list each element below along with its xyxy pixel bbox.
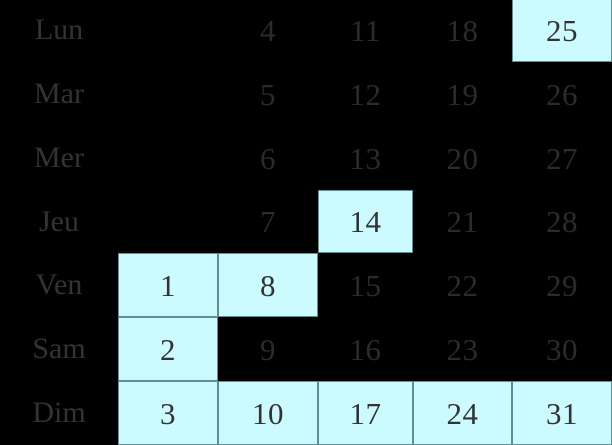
date-cell[interactable]: 12: [349, 76, 382, 112]
date-cell-selected[interactable]: 2: [118, 317, 218, 381]
date-cell[interactable]: 28: [546, 204, 578, 239]
date-cell[interactable]: 15: [349, 267, 382, 303]
date-cell[interactable]: 11: [350, 12, 381, 48]
date-cell[interactable]: 4: [260, 12, 276, 48]
date-cell[interactable]: 26: [546, 76, 578, 112]
date-cell[interactable]: 29: [546, 267, 578, 303]
date-cell[interactable]: 16: [349, 331, 382, 367]
day-label-dim: Dim: [0, 381, 118, 445]
date-cell[interactable]: 18: [446, 12, 479, 48]
day-label-sam: Sam: [0, 317, 118, 381]
date-cell[interactable]: 6: [260, 140, 276, 176]
date-cell-selected[interactable]: 14: [318, 190, 413, 253]
date-cell-selected[interactable]: 10: [218, 381, 318, 445]
date-cell[interactable]: 7: [260, 204, 276, 239]
date-cell[interactable]: 13: [349, 140, 382, 176]
day-label-mer: Mer: [0, 126, 118, 190]
date-cell[interactable]: 9: [260, 331, 276, 367]
date-cell[interactable]: 5: [260, 76, 276, 112]
day-label-mar: Mar: [0, 62, 118, 126]
date-cell-selected[interactable]: 25: [512, 0, 612, 62]
day-label-ven: Ven: [0, 253, 118, 317]
date-cell[interactable]: 23: [446, 331, 479, 367]
date-cell[interactable]: 27: [546, 140, 578, 176]
date-cell[interactable]: 22: [446, 267, 479, 303]
date-cell-selected[interactable]: 17: [318, 381, 413, 445]
date-cell-selected[interactable]: 1: [118, 253, 218, 317]
date-cell[interactable]: 30: [546, 331, 578, 367]
date-cell-selected[interactable]: 31: [512, 381, 612, 445]
date-cell-selected[interactable]: 8: [218, 253, 318, 317]
date-cell[interactable]: 19: [446, 76, 479, 112]
day-label-lun: Lun: [0, 0, 118, 62]
date-cell-selected[interactable]: 24: [413, 381, 512, 445]
date-cell-selected[interactable]: 3: [118, 381, 218, 445]
date-cell[interactable]: 20: [446, 140, 479, 176]
day-label-jeu: Jeu: [0, 190, 118, 253]
date-cell[interactable]: 21: [446, 204, 479, 239]
